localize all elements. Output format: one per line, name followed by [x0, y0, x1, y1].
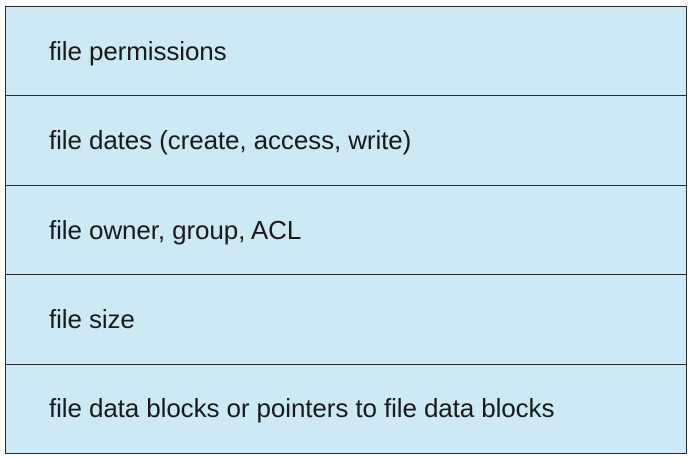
fcb-row-data-blocks: file data blocks or pointers to file dat… — [6, 365, 686, 453]
fcb-row-dates: file dates (create, access, write) — [6, 96, 686, 186]
fcb-row-owner: file owner, group, ACL — [6, 186, 686, 276]
fcb-row-label: file permissions — [49, 35, 227, 66]
fcb-row-label: file dates (create, access, write) — [49, 125, 412, 156]
fcb-row-label: file owner, group, ACL — [49, 214, 302, 245]
fcb-row-label: file size — [49, 303, 135, 334]
file-control-block-diagram: file permissions file dates (create, acc… — [5, 6, 687, 454]
fcb-row-size: file size — [6, 275, 686, 365]
fcb-row-label: file data blocks or pointers to file dat… — [49, 393, 555, 424]
fcb-row-permissions: file permissions — [6, 7, 686, 97]
